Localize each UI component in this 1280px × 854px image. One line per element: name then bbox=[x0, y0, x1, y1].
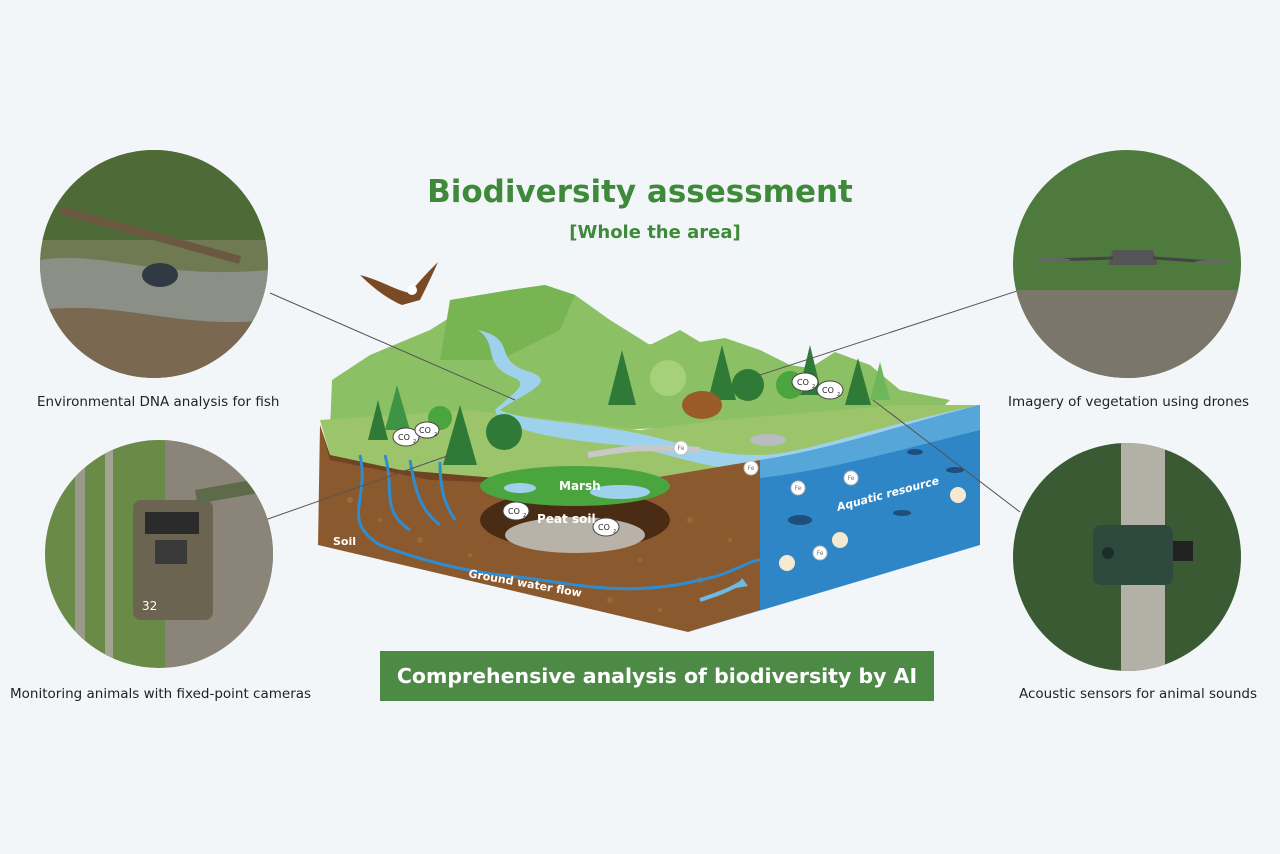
co2-subscript: 2 bbox=[413, 439, 416, 445]
camera-photo: 32 bbox=[45, 440, 273, 668]
connector-edna bbox=[269, 292, 516, 401]
forest-trees bbox=[368, 344, 890, 465]
fe-label: Fe bbox=[795, 485, 802, 492]
eagle bbox=[360, 262, 438, 305]
connector-acoustic bbox=[872, 399, 1021, 513]
co2-subscript: 2 bbox=[434, 432, 437, 438]
title: Biodiversity assessment bbox=[427, 174, 853, 210]
co2-subscript: 2 bbox=[523, 513, 526, 519]
co2-subscript: 2 bbox=[613, 529, 616, 535]
river bbox=[478, 330, 980, 470]
soil-label: Soil bbox=[333, 535, 356, 548]
co2-label: CO bbox=[598, 523, 610, 532]
acoustic-sensor-photo bbox=[1013, 443, 1241, 671]
co2-label: CO bbox=[508, 507, 520, 516]
marsh-label: Marsh bbox=[559, 479, 601, 493]
camera-caption: Monitoring animals with fixed-point came… bbox=[10, 686, 312, 702]
fe-label: Fe bbox=[748, 465, 755, 472]
subtitle: [Whole the area] bbox=[569, 222, 741, 243]
co2-subscript: 2 bbox=[837, 392, 840, 398]
co2-label: CO bbox=[398, 433, 410, 442]
drone-caption: Imagery of vegetation using drones bbox=[1008, 394, 1250, 410]
edna-photo bbox=[40, 150, 268, 378]
fe-label: Fe bbox=[678, 445, 685, 452]
salmon bbox=[750, 434, 786, 446]
co2-label: CO bbox=[797, 378, 809, 387]
drone-photo bbox=[1013, 150, 1241, 378]
co2-subscript: 2 bbox=[812, 384, 815, 390]
bear bbox=[682, 391, 722, 419]
peat-soil-label: Peat soil bbox=[537, 512, 596, 526]
co2-label: CO bbox=[822, 386, 834, 395]
connector-drone bbox=[759, 289, 1021, 376]
edna-caption: Environmental DNA analysis for fish bbox=[37, 394, 280, 410]
fe-label: Fe bbox=[817, 550, 824, 557]
acoustic-caption: Acoustic sensors for animal sounds bbox=[1019, 686, 1257, 702]
co2-label: CO bbox=[419, 426, 431, 435]
fe-label: Fe bbox=[848, 475, 855, 482]
camera-number: 32 bbox=[142, 599, 157, 613]
ai-analysis-banner: Comprehensive analysis of biodiversity b… bbox=[380, 651, 934, 701]
connector-camera bbox=[264, 454, 451, 521]
